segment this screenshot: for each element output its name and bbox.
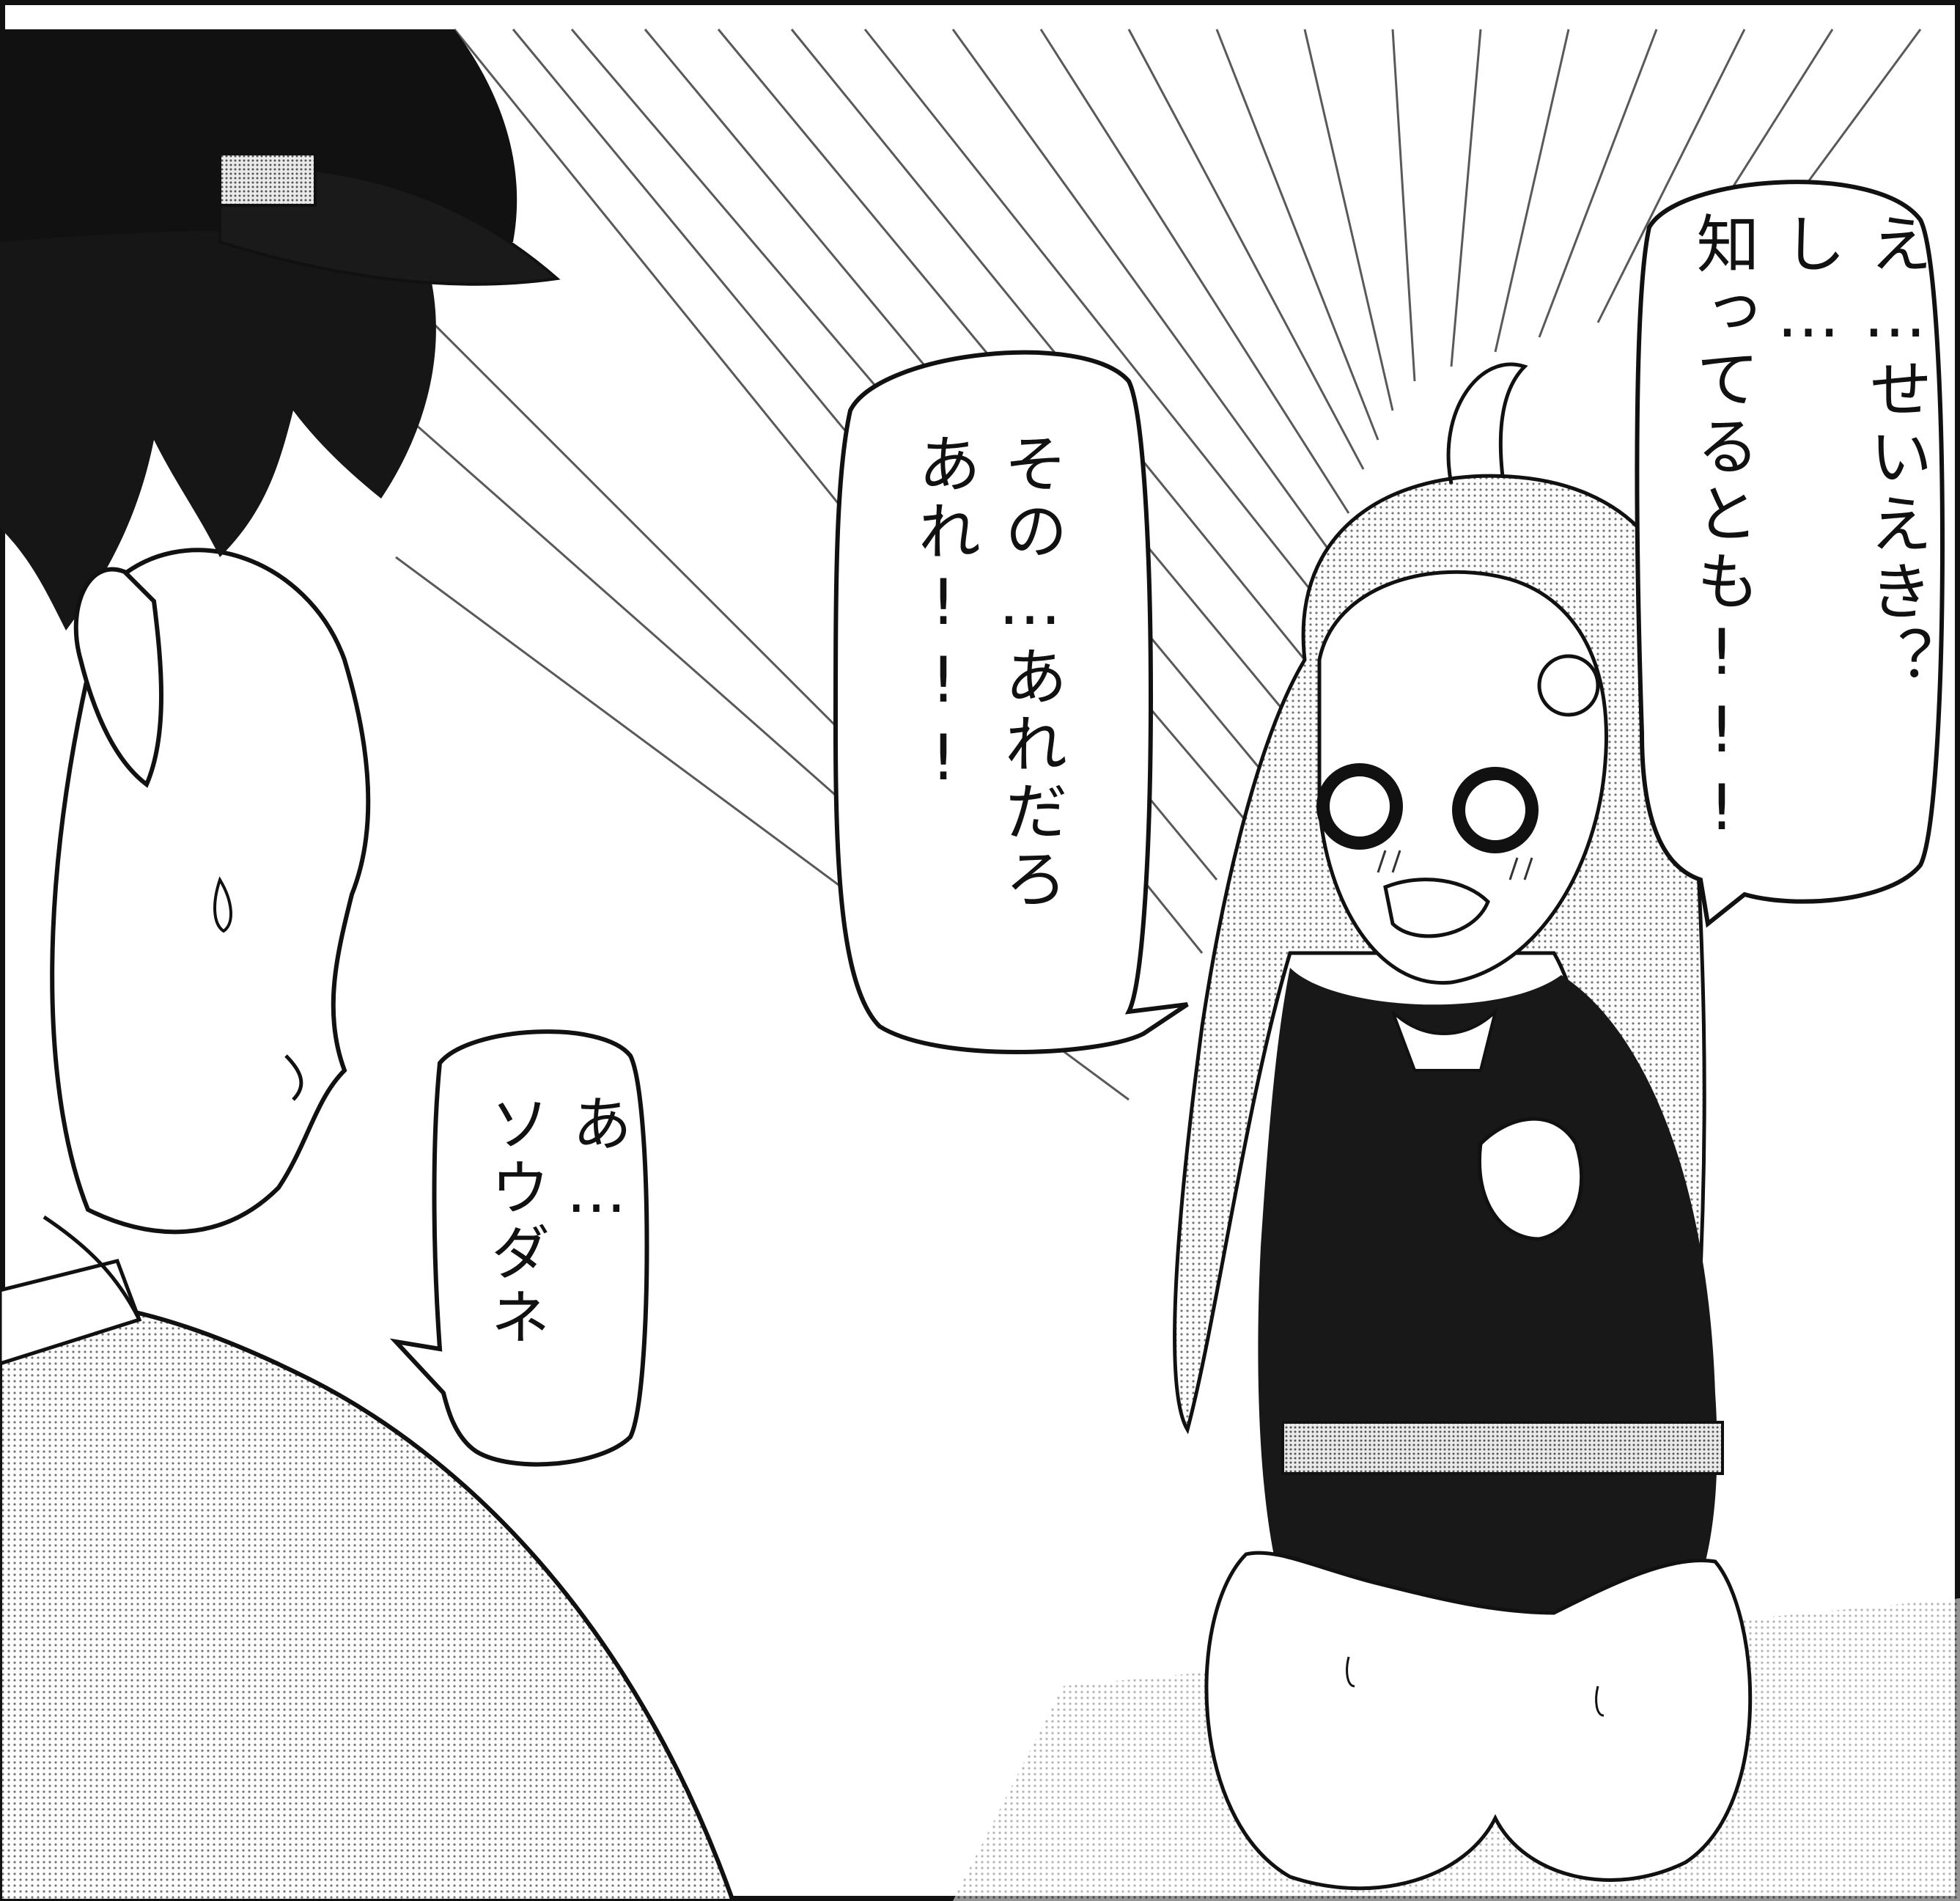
girl-collar — [1391, 1007, 1498, 1072]
girl-ahoge — [1446, 362, 1528, 485]
girl-legs — [1204, 1551, 1753, 1891]
girl-eye-left — [1316, 763, 1403, 850]
girl-blush — [1377, 850, 1533, 880]
cap-badge — [218, 152, 317, 207]
admiral-ear — [73, 567, 163, 788]
sweat-drop — [213, 876, 232, 933]
girl-face — [1317, 570, 1608, 985]
admiral-figure — [0, 29, 736, 1901]
speech-line: その…あれだろ — [993, 431, 1066, 913]
girl-eye-right — [1452, 767, 1539, 853]
speech-line: あれ!!! — [907, 431, 980, 799]
admiral-hair — [0, 155, 436, 630]
speech-line: 知ってるとも!!! — [1685, 211, 1758, 849]
speech-bubble-3 — [389, 1029, 649, 1467]
speech-text-1: え…せいえき？ し… 知ってるとも!!! — [1679, 211, 1938, 849]
speech-line: あ… — [561, 1092, 631, 1231]
girl-belt — [1281, 1421, 1724, 1475]
speech-line: し… — [1772, 211, 1845, 356]
speech-text-3: あ… ソウダネ — [473, 1092, 637, 1350]
speech-text-2: その…あれだろ あれ!!! — [900, 431, 1073, 913]
girl-mouth — [1383, 878, 1490, 938]
speech-line: ソウダネ — [479, 1092, 549, 1350]
speech-bubble-1 — [1635, 180, 1945, 928]
speech-bubble-2 — [833, 350, 1189, 1054]
hair-clip — [1537, 654, 1600, 717]
speech-line: え…せいえき？ — [1858, 211, 1931, 694]
girl-figure — [1173, 362, 1753, 1891]
girl-hands — [1478, 1117, 1584, 1241]
